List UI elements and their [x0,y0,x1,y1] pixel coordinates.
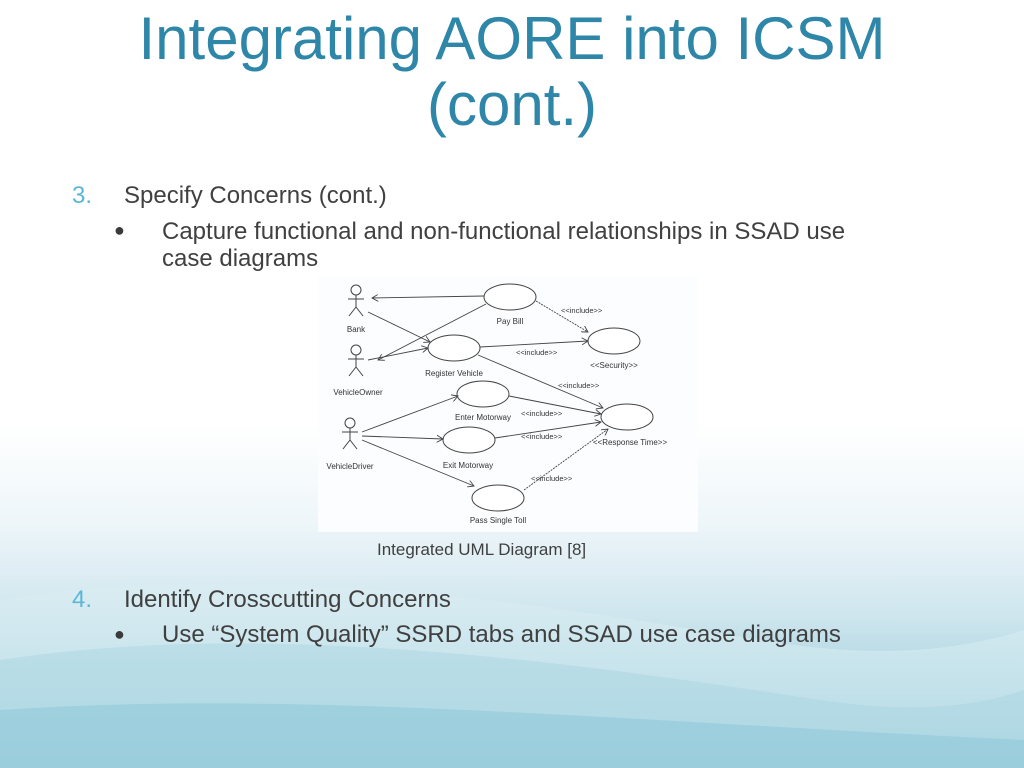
use-case-register-vehicle-shape [427,334,481,362]
use-case-pay-bill-shape [483,283,537,311]
slide-title: Integrating AORE into ICSM (cont.) [40,6,984,138]
actor-driver-label: VehicleDriver [326,462,373,471]
include-label: <<include>> [521,432,563,441]
include-label: <<include>> [558,381,600,390]
use-case-response-time-label: <<Response Time>> [593,438,668,447]
uml-use-case-diagram: Bank VehicleOwner VehicleDriver Pay Bill… [318,276,698,532]
use-case-pay-bill-label: Pay Bill [497,317,524,326]
use-case-register-vehicle-label: Register Vehicle [425,369,483,378]
item-4-number: 4. [72,586,93,613]
item-3-bullet: Capture functional and non-functional re… [162,218,845,272]
use-case-enter-motorway-label: Enter Motorway [455,413,511,422]
include-label: <<include>> [561,306,603,315]
item-3-number: 3. [72,182,93,209]
item-4-text: Identify Crosscutting Concerns [124,586,451,613]
use-case-pass-single-toll-shape [471,484,525,512]
include-labels: <<include>> <<include>> <<include>> <<in… [516,306,603,483]
item-3-bullet-line-1: Capture functional and non-functional re… [162,218,846,245]
item-4-bullet: Use “System Quality” SSRD tabs and SSAD … [162,621,841,648]
bullet-icon: ● [114,624,125,644]
use-case-exit-motorway-label: Exit Motorway [443,461,493,470]
use-case-exit-motorway-shape [442,426,496,454]
item-3-bullet-line-2: case diagrams [162,245,319,272]
title-line-2: (cont.) [426,71,598,138]
title-line-1: Integrating AORE into ICSM [138,5,886,72]
use-case-security-shape [587,327,641,355]
actor-bank-label: Bank [347,325,366,334]
use-case-security-label: <<Security>> [590,361,638,370]
actor-bank-figure [348,284,364,317]
item-3-text: Specify Concerns (cont.) [124,182,387,209]
include-label: <<include>> [516,348,558,357]
actor-driver-figure [342,417,358,450]
actor-owner-figure [348,344,364,377]
actor-owner-label: VehicleOwner [333,388,383,397]
include-label: <<include>> [521,409,563,418]
use-case-pass-single-toll-label: Pass Single Toll [470,516,527,525]
diagram-caption: Integrated UML Diagram [8] [377,540,587,559]
use-case-enter-motorway-shape [456,380,510,408]
bullet-icon: ● [114,220,125,240]
include-label: <<include>> [531,474,573,483]
use-case-response-time-shape [600,403,654,431]
